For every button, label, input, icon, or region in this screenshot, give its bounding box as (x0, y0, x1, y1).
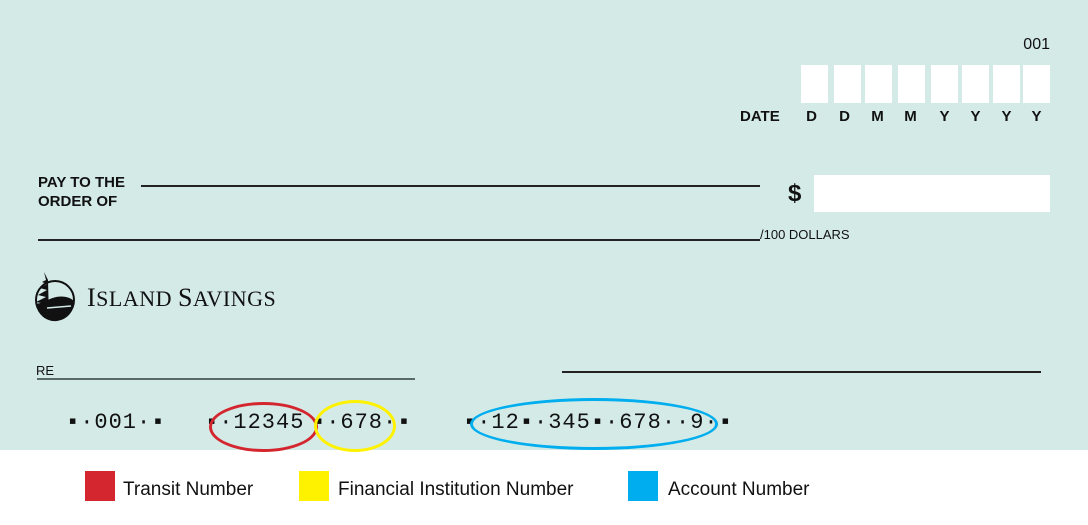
payee-label-line1: PAY TO THE (38, 174, 125, 191)
legend-label-account: Account Number (668, 479, 810, 500)
date-char: Y (970, 108, 981, 125)
date-box-y3[interactable] (993, 65, 1020, 103)
date-box-y1[interactable] (931, 65, 958, 103)
legend-swatch-transit (85, 471, 115, 501)
date-char: M (871, 108, 884, 125)
payee-label-line2: ORDER OF (38, 193, 118, 210)
institution-highlight (314, 400, 396, 452)
micr-cheque-number: ▪·001·▪ (66, 410, 166, 435)
date-label: DATE (740, 108, 780, 125)
memo-label: RE (36, 363, 55, 378)
date-char: M (904, 108, 917, 125)
date-char: D (806, 108, 817, 125)
account-highlight (470, 398, 718, 450)
date-box-m1[interactable] (865, 65, 892, 103)
amount-words-line[interactable] (38, 239, 760, 241)
date-char: Y (1031, 108, 1042, 125)
dollars-label: /100 DOLLARS (760, 227, 850, 242)
bank-name: ISLAND SAVINGS (87, 283, 277, 312)
date-char: Y (939, 108, 950, 125)
legend-swatch-institution (299, 471, 329, 501)
tree-island-logo-icon (35, 272, 75, 322)
date-box-y2[interactable] (962, 65, 989, 103)
dollar-sign: $ (788, 180, 802, 207)
cheque-number: 001 (1023, 36, 1050, 53)
date-char: D (839, 108, 850, 125)
payee-label: PAY TO THE ORDER OF (38, 173, 125, 211)
signature-line[interactable] (562, 371, 1041, 373)
date-box-m2[interactable] (898, 65, 925, 103)
payee-line[interactable] (141, 185, 760, 187)
transit-highlight (209, 402, 318, 452)
date-char: Y (1001, 108, 1012, 125)
date-box-y4[interactable] (1023, 65, 1050, 103)
legend-swatch-account (628, 471, 658, 501)
cheque: 001 DATE D D M M Y Y Y Y PAY TO THE ORDE… (0, 0, 1088, 452)
legend-label-institution: Financial Institution Number (338, 479, 574, 500)
date-box-d1[interactable] (801, 65, 828, 103)
legend-label-transit: Transit Number (123, 479, 254, 500)
date-box-d2[interactable] (834, 65, 861, 103)
amount-box[interactable] (814, 175, 1050, 212)
memo-line[interactable] (37, 378, 415, 380)
